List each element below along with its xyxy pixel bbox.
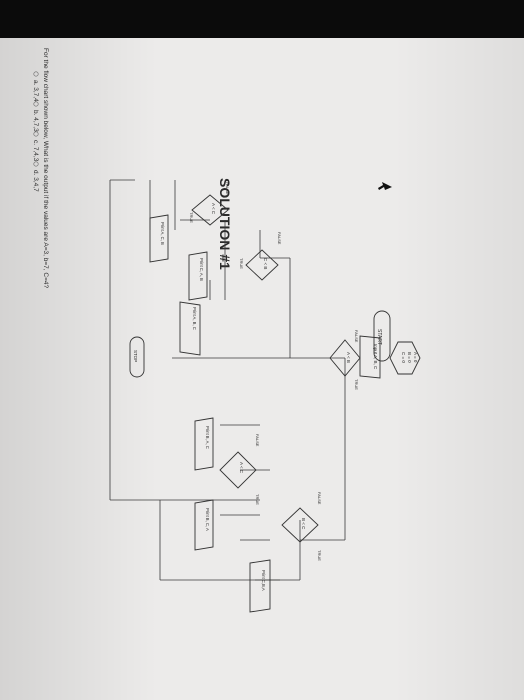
svg-text:B < C: B < C [301, 518, 306, 530]
svg-text:FALSE: FALSE [225, 182, 230, 195]
mouse-pointer-icon [378, 182, 392, 190]
option-a[interactable]: a. 3,7,4 [32, 71, 39, 102]
svg-text:START: START [376, 329, 382, 345]
svg-text:d. 3,4,7: d. 3,4,7 [32, 170, 39, 192]
svg-text:A = 0: A = 0 [413, 352, 418, 363]
svg-text:STOP: STOP [133, 350, 138, 362]
decision-a-lt-c-right: A < C FALSE TRUE [219, 434, 260, 505]
decision-c-lt-b: C < B FALSE TRUE [239, 232, 282, 281]
worksheet-page [0, 38, 524, 700]
output-print-a-c-b: Print A, C, B [149, 214, 169, 263]
svg-text:a. 3,7,4: a. 3,7,4 [32, 80, 39, 102]
flow-connectors [109, 179, 346, 581]
output-print-b-a-c: Print B, A, C [194, 417, 214, 471]
option-c[interactable]: c. 7,4,3 [32, 131, 39, 162]
init-box: A = 0 B = 0 C = 0 [389, 341, 421, 375]
start-terminal: START [373, 310, 391, 362]
decision-a-lt-b: A < B FALSE TRUE [329, 330, 361, 390]
svg-text:C < B: C < B [263, 258, 268, 269]
option-b[interactable]: b. 4,7,3 [32, 101, 39, 132]
svg-text:TRUE: TRUE [255, 494, 260, 505]
output-print-c-a-b: Print C, A, B [188, 251, 208, 301]
stop-terminal: STOP [129, 336, 145, 378]
svg-text:TRUE: TRUE [189, 212, 194, 223]
svg-text:TRUE: TRUE [239, 258, 244, 269]
svg-text:B = 0: B = 0 [407, 352, 412, 363]
decision-a-lt-c-left: A < C FALSE TRUE [189, 182, 230, 226]
answer-options: a. 3,7,4 b. 4,7,3 c. 7,4,3 d. 3,4,7 [32, 71, 39, 192]
svg-text:FALSE: FALSE [255, 434, 260, 447]
question-text: For the flow chart shown below, What is … [42, 48, 49, 288]
svg-text:Print C, A, B: Print C, A, B [199, 258, 204, 281]
decision-b-lt-c: B < C FALSE TRUE [281, 492, 322, 561]
svg-text:b. 4,7,3: b. 4,7,3 [32, 110, 39, 132]
output-print-c-b-a: Print C,B,A [249, 559, 271, 613]
svg-text:c. 7,4,3: c. 7,4,3 [32, 140, 39, 162]
svg-text:FALSE: FALSE [354, 330, 359, 343]
svg-text:TRUE: TRUE [317, 550, 322, 561]
top-bar [0, 0, 524, 40]
svg-text:A < B: A < B [346, 352, 351, 363]
svg-text:Print A, C, B: Print A, C, B [160, 222, 165, 245]
svg-text:C = 0: C = 0 [401, 352, 406, 363]
input-box: Input A, B, C [359, 335, 381, 379]
output-print-a-b-c: Print A, B, C [179, 301, 201, 356]
svg-text:Input A, B, C: Input A, B, C [373, 344, 378, 370]
output-print-b-c-a: Print B, C, A [194, 499, 214, 551]
svg-text:Print B, C, A: Print B, C, A [205, 508, 210, 531]
svg-text:FALSE: FALSE [277, 232, 282, 245]
svg-text:A < C: A < C [211, 203, 216, 215]
svg-text:Print A, B, C: Print A, B, C [192, 307, 197, 330]
svg-text:TRUE: TRUE [354, 379, 359, 390]
svg-text:Print C,B,A: Print C,B,A [261, 570, 266, 591]
option-d[interactable]: d. 3,4,7 [32, 161, 39, 192]
svg-text:FALSE: FALSE [317, 492, 322, 505]
svg-text:A < C: A < C [239, 462, 244, 474]
svg-text:Print B, A, C: Print B, A, C [205, 426, 210, 449]
